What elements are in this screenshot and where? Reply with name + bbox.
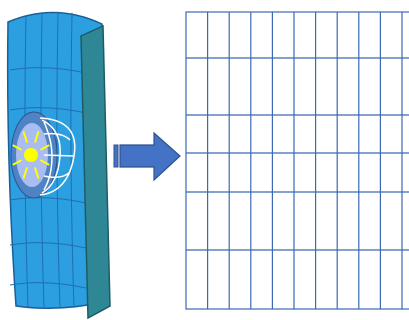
lamp-ray: [12, 159, 22, 166]
panel-hline: [9, 67, 87, 74]
curved-panel-with-lamp-icon: [6, 11, 111, 320]
arrow-right-icon: [113, 131, 181, 182]
lamp-ray: [34, 167, 40, 179]
panel-vline: [70, 12, 75, 308]
panel-hline: [9, 242, 87, 249]
lamp-ray: [34, 131, 40, 143]
flattened-grid: [185, 11, 409, 310]
panel-hline: [9, 107, 87, 114]
panel-hline: [9, 282, 87, 289]
lamp-ray: [22, 131, 28, 143]
lamp-ray: [40, 159, 50, 166]
lamp-rays: [12, 131, 50, 179]
panel-flap: [80, 24, 111, 320]
grid-frame: [185, 11, 409, 310]
lamp-center: [24, 148, 38, 162]
lamp-ray: [22, 167, 28, 179]
lamp-mesh: [39, 117, 76, 196]
lamp-icon: [10, 111, 76, 199]
lamp-ray: [40, 144, 50, 151]
panel-hline: [9, 197, 87, 204]
lamp-ray: [12, 144, 22, 151]
